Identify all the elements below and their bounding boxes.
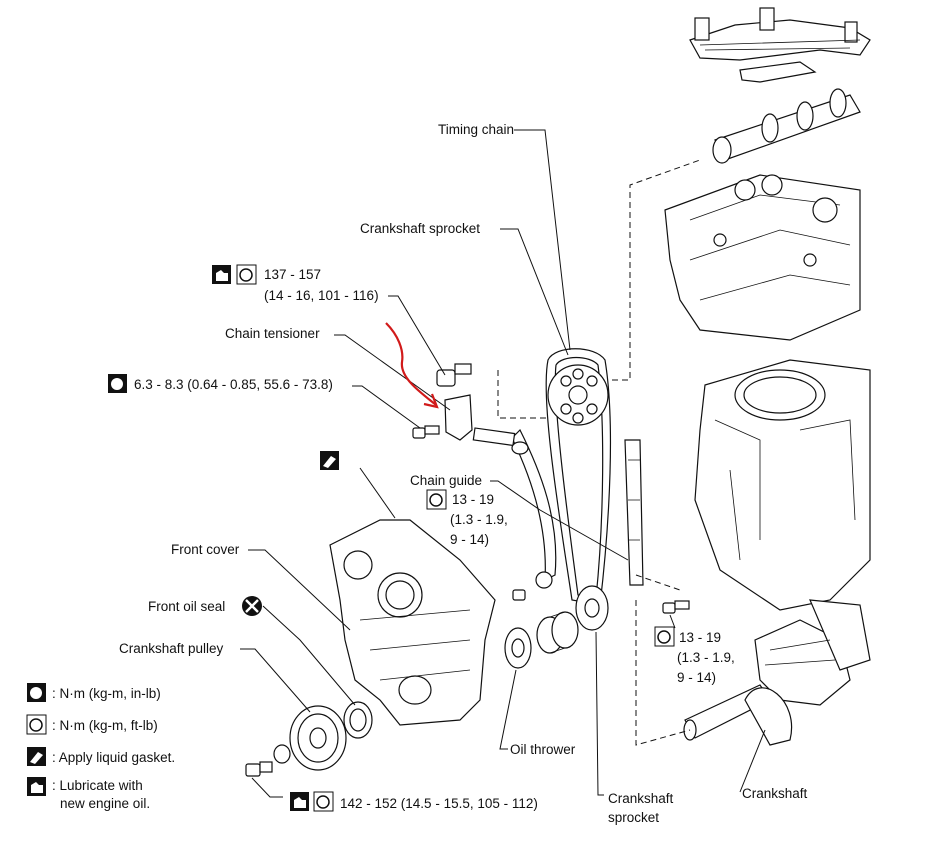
torque-right-1: 13 - 19 <box>679 630 721 645</box>
oil-thrower-part <box>504 627 532 669</box>
label-front-cover: Front cover <box>171 542 240 557</box>
crank-sprocket <box>575 585 609 631</box>
torque-icon-inlb-tensioner <box>108 374 127 393</box>
cylinder-block <box>694 359 871 611</box>
chain-tensioner-part <box>444 394 529 455</box>
chain-guide-left <box>511 428 557 589</box>
torque-icon-oil-top <box>212 265 231 284</box>
rocker-shaft-assembly <box>689 7 871 83</box>
crank-spacer-part <box>536 611 579 654</box>
legend-lube-2: new engine oil. <box>60 796 150 811</box>
torque-guide-1: 13 - 19 <box>452 492 494 507</box>
torque-icon-oil-bottom <box>290 792 309 811</box>
cylinder-head <box>664 174 861 341</box>
torque-right-3: 9 - 14) <box>677 670 716 685</box>
pulley-bolt-part <box>245 744 291 777</box>
torque-icon-ftlb-right <box>654 626 675 647</box>
chain-guide-right <box>624 439 644 586</box>
torque-bolt-top-2: (14 - 16, 101 - 116) <box>264 288 379 303</box>
torque-icon-ftlb-bottom <box>313 791 334 812</box>
legend-inlb-icon <box>27 683 46 702</box>
torque-tensioner-bolt: 6.3 - 8.3 (0.64 - 0.85, 55.6 - 73.8) <box>134 377 333 392</box>
gasket-icon <box>320 451 339 470</box>
label-crankshaft-pulley: Crankshaft pulley <box>119 641 224 656</box>
legend-nm-inlb: : N·m (kg-m, in-lb) <box>52 686 161 701</box>
torque-bolt-top-1: 137 - 157 <box>264 267 321 282</box>
torque-icon-ftlb-top <box>236 264 257 285</box>
label-crank-sprocket-bottom-1: Crankshaft <box>608 791 674 806</box>
torque-icon-ftlb-guide <box>426 489 447 510</box>
small-bolt-parts <box>512 589 690 614</box>
label-crankshaft: Crankshaft <box>742 786 808 801</box>
label-timing-chain: Timing chain <box>438 122 514 137</box>
legend-nm-ftlb: : N·m (kg-m, ft-lb) <box>52 718 158 733</box>
torque-right-2: (1.3 - 1.9, <box>677 650 735 665</box>
bolt-top-part <box>436 363 472 387</box>
torque-pulley-bolt: 142 - 152 (14.5 - 15.5, 105 - 112) <box>340 796 538 811</box>
legend-ftlb-icon <box>26 714 47 735</box>
legend-gasket-icon <box>27 747 46 766</box>
red-annotation-arrow <box>385 322 439 409</box>
label-front-oil-seal: Front oil seal <box>148 599 225 614</box>
torque-guide-2: (1.3 - 1.9, <box>450 512 508 527</box>
label-chain-tensioner: Chain tensioner <box>225 326 320 341</box>
cam-sprocket <box>547 364 609 426</box>
oil-seal-x-icon <box>242 596 262 616</box>
torque-guide-3: 9 - 14) <box>450 532 489 547</box>
front-cover-part <box>329 519 496 726</box>
crankshaft-pulley-part <box>289 705 347 771</box>
label-oil-thrower: Oil thrower <box>510 742 576 757</box>
legend-oil-icon <box>27 777 46 796</box>
label-chain-guide: Chain guide <box>410 473 482 488</box>
front-oil-seal-part <box>343 701 373 739</box>
leader-lines <box>240 129 766 798</box>
label-crank-sprocket-bottom-2: sprocket <box>608 810 659 825</box>
label-crankshaft-sprocket-top: Crankshaft sprocket <box>360 221 480 236</box>
legend-gasket: : Apply liquid gasket. <box>52 750 175 765</box>
tensioner-bolt-part <box>412 425 440 439</box>
camshaft <box>712 88 861 164</box>
legend-lube-1: : Lubricate with <box>52 778 143 793</box>
